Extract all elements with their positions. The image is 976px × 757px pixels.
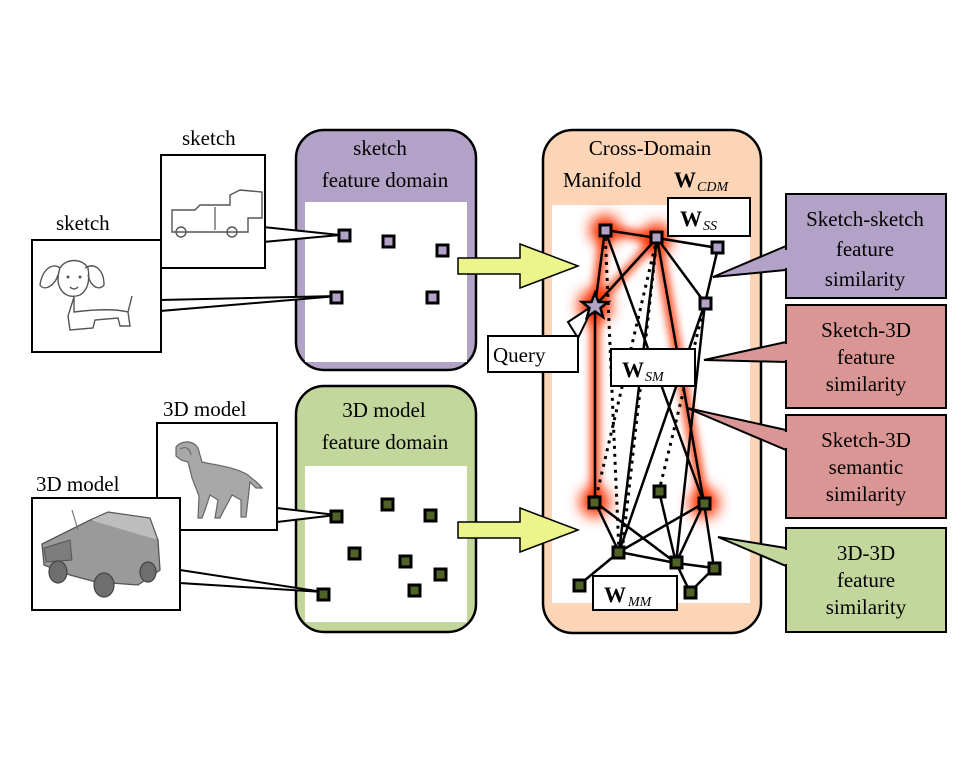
w-sm-label: W bbox=[622, 357, 644, 382]
callout-ss-line2: feature bbox=[836, 237, 894, 261]
model-domain-title-line2: feature domain bbox=[322, 430, 449, 454]
manifold-model-node bbox=[611, 545, 626, 560]
model-node bbox=[423, 508, 438, 523]
callout-sketch-3d-semantic: Sketch-3D semantic similarity bbox=[686, 407, 947, 519]
callout-s3d-feature-line3: similarity bbox=[826, 372, 907, 396]
callout-sketch-3d-feature: Sketch-3D feature similarity bbox=[703, 304, 947, 409]
w-ss-label: W bbox=[680, 206, 702, 231]
manifold-model-node bbox=[707, 561, 722, 576]
model-domain-title-line1: 3D model bbox=[342, 398, 426, 422]
dog-sketch-image bbox=[31, 239, 162, 353]
w-sm-subscript: SM bbox=[645, 370, 665, 385]
callout-ss-line3: similarity bbox=[825, 267, 906, 291]
sketch-top-label: sketch bbox=[182, 126, 236, 150]
callout-3d3d-line2: feature bbox=[837, 568, 895, 592]
sketch-domain-title-line2: feature domain bbox=[322, 168, 449, 192]
manifold-model-node bbox=[697, 496, 712, 511]
sketch-left-label: sketch bbox=[56, 211, 110, 235]
manifold-sketch-node bbox=[710, 240, 725, 255]
query-star-icon bbox=[578, 289, 612, 320]
manifold-sketch-nodes bbox=[598, 223, 725, 311]
w-cdm-subscript: CDM bbox=[697, 180, 729, 195]
model-left-label: 3D model bbox=[36, 472, 120, 496]
model-node bbox=[398, 554, 413, 569]
sketch-node bbox=[329, 290, 344, 305]
manifold-title-line2: Manifold bbox=[563, 168, 642, 192]
sketch-domain-title-line1: sketch bbox=[353, 136, 407, 160]
model-domain-nodes bbox=[316, 497, 448, 602]
query-label: Query bbox=[493, 343, 546, 367]
manifold-sketch-node bbox=[698, 296, 713, 311]
manifold-model-node bbox=[669, 555, 684, 570]
callout-ss-line1: Sketch-sketch bbox=[806, 207, 924, 231]
callout-s3d-feature-line2: feature bbox=[837, 345, 895, 369]
model-node bbox=[380, 497, 395, 512]
manifold-model-nodes bbox=[572, 484, 722, 600]
callout-s3d-semantic-line3: similarity bbox=[826, 482, 907, 506]
w-mm-box: W MM bbox=[592, 575, 678, 611]
model-top-label: 3D model bbox=[163, 397, 247, 421]
sketch-node bbox=[435, 243, 450, 258]
arrow-model-to-manifold bbox=[457, 506, 581, 554]
car-model-image bbox=[31, 497, 181, 611]
manifold-model-node bbox=[572, 578, 587, 593]
sketch-domain-nodes bbox=[329, 228, 450, 305]
callout-sketch-sketch-feature: Sketch-sketch feature similarity bbox=[712, 193, 947, 299]
manifold-model-node bbox=[587, 495, 602, 510]
w-mm-label: W bbox=[604, 582, 626, 607]
manifold-model-node bbox=[652, 484, 667, 499]
callout-s3d-feature-line1: Sketch-3D bbox=[821, 318, 911, 342]
query-box: Query bbox=[487, 335, 579, 373]
sketch-node bbox=[337, 228, 352, 243]
w-mm-subscript: MM bbox=[627, 595, 653, 610]
callout-3d3d-line3: similarity bbox=[826, 595, 907, 619]
model-node bbox=[329, 509, 344, 524]
arrow-sketch-to-manifold bbox=[457, 242, 581, 290]
callout-3d-3d-feature: 3D-3D feature similarity bbox=[717, 527, 947, 633]
w-ss-subscript: SS bbox=[703, 219, 717, 234]
w-cdm-label: W bbox=[674, 167, 696, 192]
callout-3d3d-line1: 3D-3D bbox=[837, 541, 895, 565]
model-node bbox=[407, 583, 422, 598]
model-node bbox=[433, 567, 448, 582]
manifold-sketch-node bbox=[598, 223, 613, 238]
sketch-node bbox=[425, 290, 440, 305]
sketch-node bbox=[381, 234, 396, 249]
model-node bbox=[316, 587, 331, 602]
manifold-model-node bbox=[683, 585, 698, 600]
callout-s3d-semantic-line2: semantic bbox=[829, 455, 904, 479]
callout-s3d-semantic-line1: Sketch-3D bbox=[821, 428, 911, 452]
manifold-title-line1: Cross-Domain bbox=[589, 136, 712, 160]
truck-sketch-image bbox=[160, 154, 266, 269]
model-node bbox=[347, 546, 362, 561]
sketch-feature-domain: sketch feature domain bbox=[294, 128, 478, 372]
w-sm-box: W SM bbox=[610, 348, 696, 387]
manifold-sketch-node bbox=[649, 230, 664, 245]
graph-edges-dotted bbox=[593, 229, 707, 553]
w-ss-box: W SS bbox=[667, 197, 751, 237]
